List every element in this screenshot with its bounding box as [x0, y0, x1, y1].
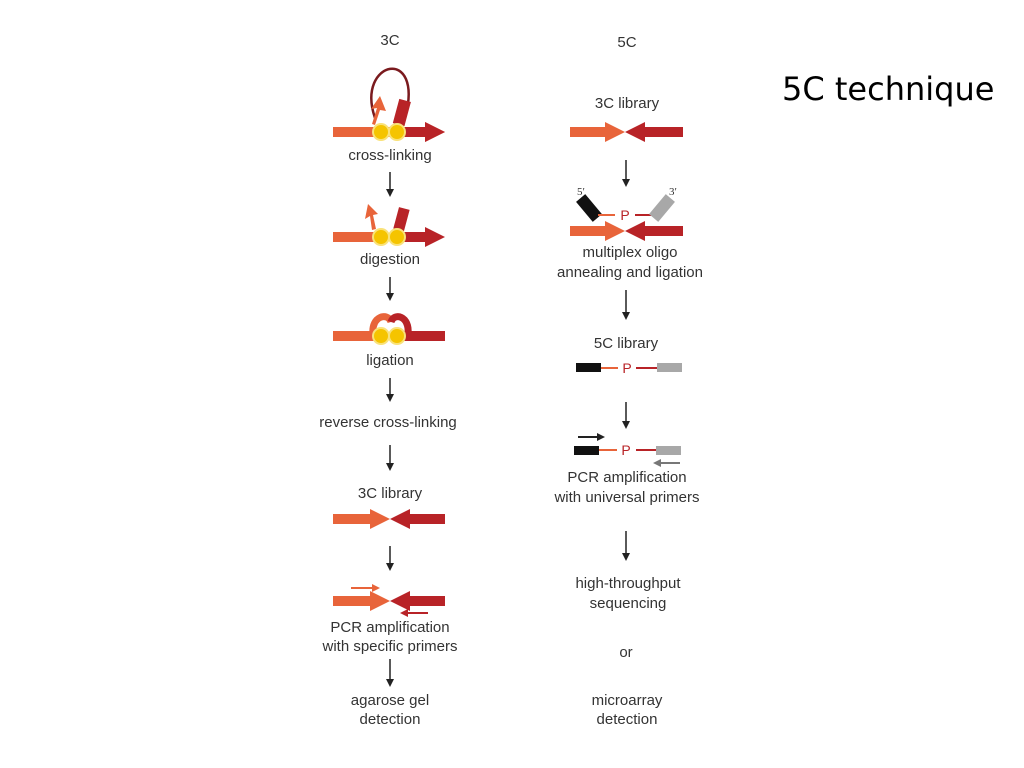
label-pcr-specific-2: with specific primers [322, 638, 458, 655]
slide-title: 5C technique [782, 70, 995, 108]
label-or: or [619, 644, 633, 661]
protein-bead [372, 123, 390, 141]
ligation-illustration [333, 313, 445, 345]
chromatin-loop [370, 67, 410, 119]
protein-bead [388, 123, 406, 141]
label-3c-library-right: 3C library [594, 95, 660, 112]
label-phosphate-pcr: P [621, 442, 631, 458]
label-5c-library: 5C library [593, 335, 659, 352]
label-multiplex-2: annealing and ligation [557, 264, 703, 281]
label-microarray-2: detection [596, 711, 658, 728]
label-phosphate: P [620, 207, 630, 223]
3c-library-illustration-right [570, 122, 683, 142]
3c-library-illustration-left [333, 509, 445, 529]
label-crosslinking: cross-linking [348, 147, 432, 164]
pcr-universal-illustration [574, 433, 681, 467]
label-3-prime: 3′ [669, 186, 677, 198]
label-agarose-1: agarose gel [350, 692, 430, 709]
label-pcr-universal-2: with universal primers [554, 489, 700, 506]
label-ligation: ligation [366, 352, 414, 369]
label-agarose-2: detection [359, 711, 421, 728]
label-microarray-1: microarray [591, 692, 663, 709]
label-phosphate-library: P [622, 360, 632, 376]
label-reverse-crosslinking: reverse cross-linking [319, 414, 457, 431]
label-digestion: digestion [359, 251, 421, 268]
label-3c-library-left: 3C library [357, 485, 423, 502]
label-multiplex-1: multiplex oligo [582, 244, 678, 261]
crosslinking-illustration [333, 67, 445, 142]
digestion-illustration [333, 204, 445, 247]
oligo-annealing-illustration [570, 194, 683, 241]
5c-library-illustration [576, 363, 682, 372]
label-pcr-universal-1: PCR amplification [567, 469, 687, 486]
heading-3c: 3C [380, 32, 400, 49]
label-sequencing-1: high-throughput [575, 575, 681, 592]
pcr-specific-illustration [333, 584, 445, 617]
label-pcr-specific-1: PCR amplification [330, 619, 450, 636]
label-5-prime: 5′ [577, 186, 585, 198]
fragment-end [392, 98, 411, 127]
fragment-end-arrow [371, 96, 386, 125]
label-sequencing-2: sequencing [589, 595, 667, 612]
heading-5c: 5C [617, 34, 637, 51]
